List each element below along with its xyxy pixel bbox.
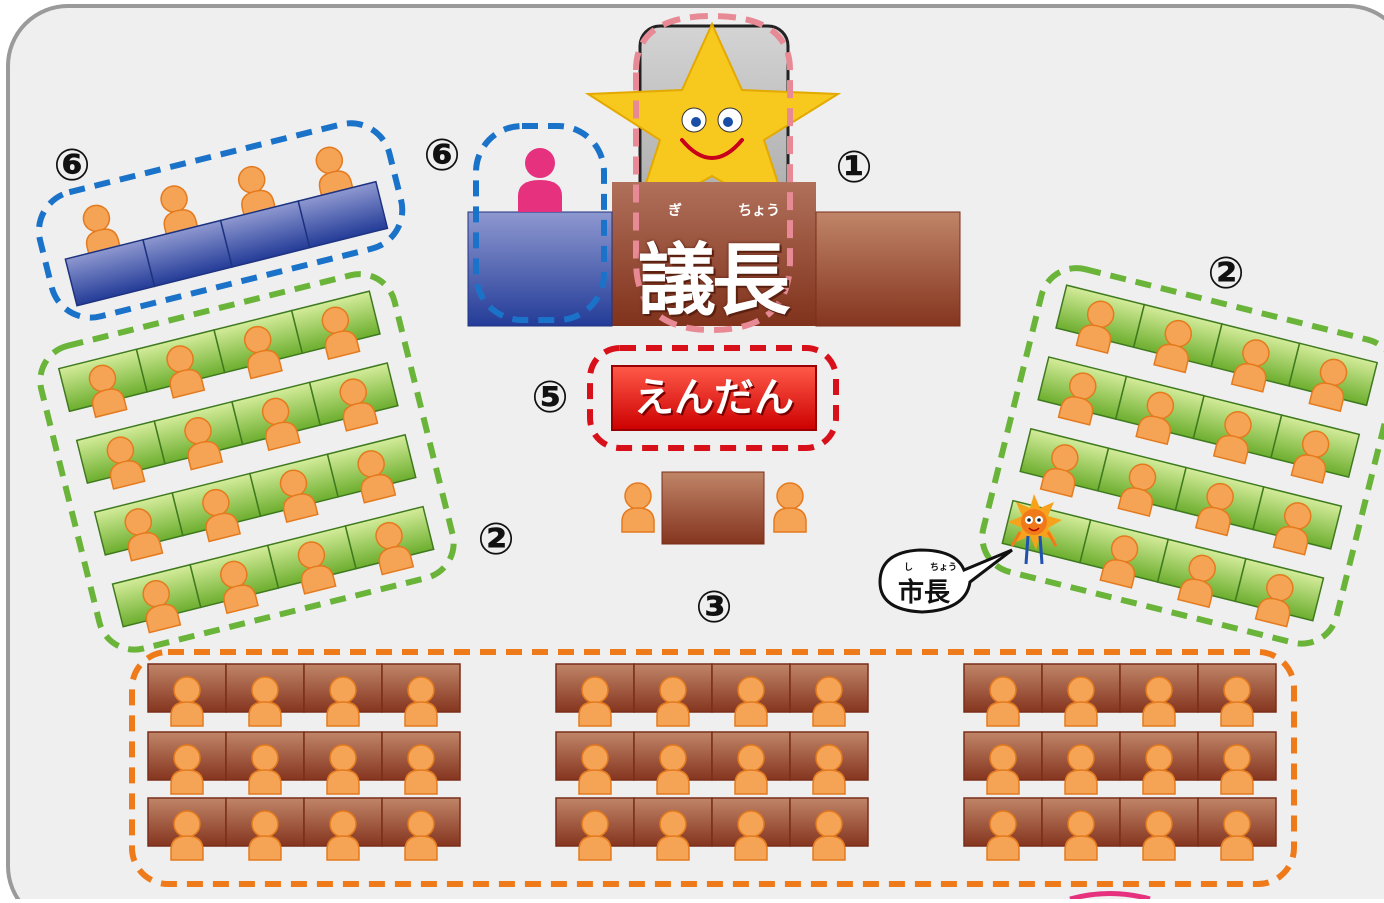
side-desk-right: [816, 212, 960, 326]
label-secretary-center: ⑥: [416, 134, 468, 178]
chair-title: 議長: [638, 218, 786, 330]
label-assembly-right: ②: [1200, 252, 1252, 296]
label-podium: ⑤: [524, 376, 576, 420]
chair-furigana-gi: ぎ: [668, 200, 682, 220]
chair-furigana-chou: ちょう: [738, 200, 780, 220]
podium-label: えんだん: [612, 366, 816, 430]
citizen-seats: [148, 664, 1276, 860]
executive-desk: [662, 472, 764, 544]
label-assembly-left: ②: [470, 518, 522, 562]
mayor-label: 市長: [898, 572, 950, 609]
label-secretary-left: ⑥: [46, 144, 98, 188]
label-citizens: ③: [688, 586, 740, 630]
label-chair: ①: [828, 146, 880, 190]
